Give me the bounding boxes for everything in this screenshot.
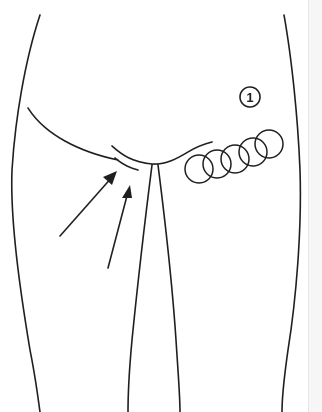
marker-1-label: 1	[246, 90, 253, 105]
marker-1: 1	[240, 87, 260, 107]
right-leg-outline	[282, 15, 300, 412]
arrow-2	[108, 185, 132, 268]
arrow-1	[60, 171, 117, 236]
left-inner-thigh-line	[128, 165, 152, 412]
right-inner-thigh-line	[158, 165, 180, 412]
left-leg-outline	[12, 15, 40, 412]
ring-cluster	[185, 130, 283, 183]
ring-2	[203, 150, 231, 178]
gluteal-cleft-curve	[112, 142, 212, 164]
ring-1	[185, 155, 213, 183]
buttock-fold-curve	[28, 108, 118, 160]
ring-4	[239, 138, 267, 166]
ring-5	[255, 130, 283, 158]
ring-3	[221, 145, 249, 173]
